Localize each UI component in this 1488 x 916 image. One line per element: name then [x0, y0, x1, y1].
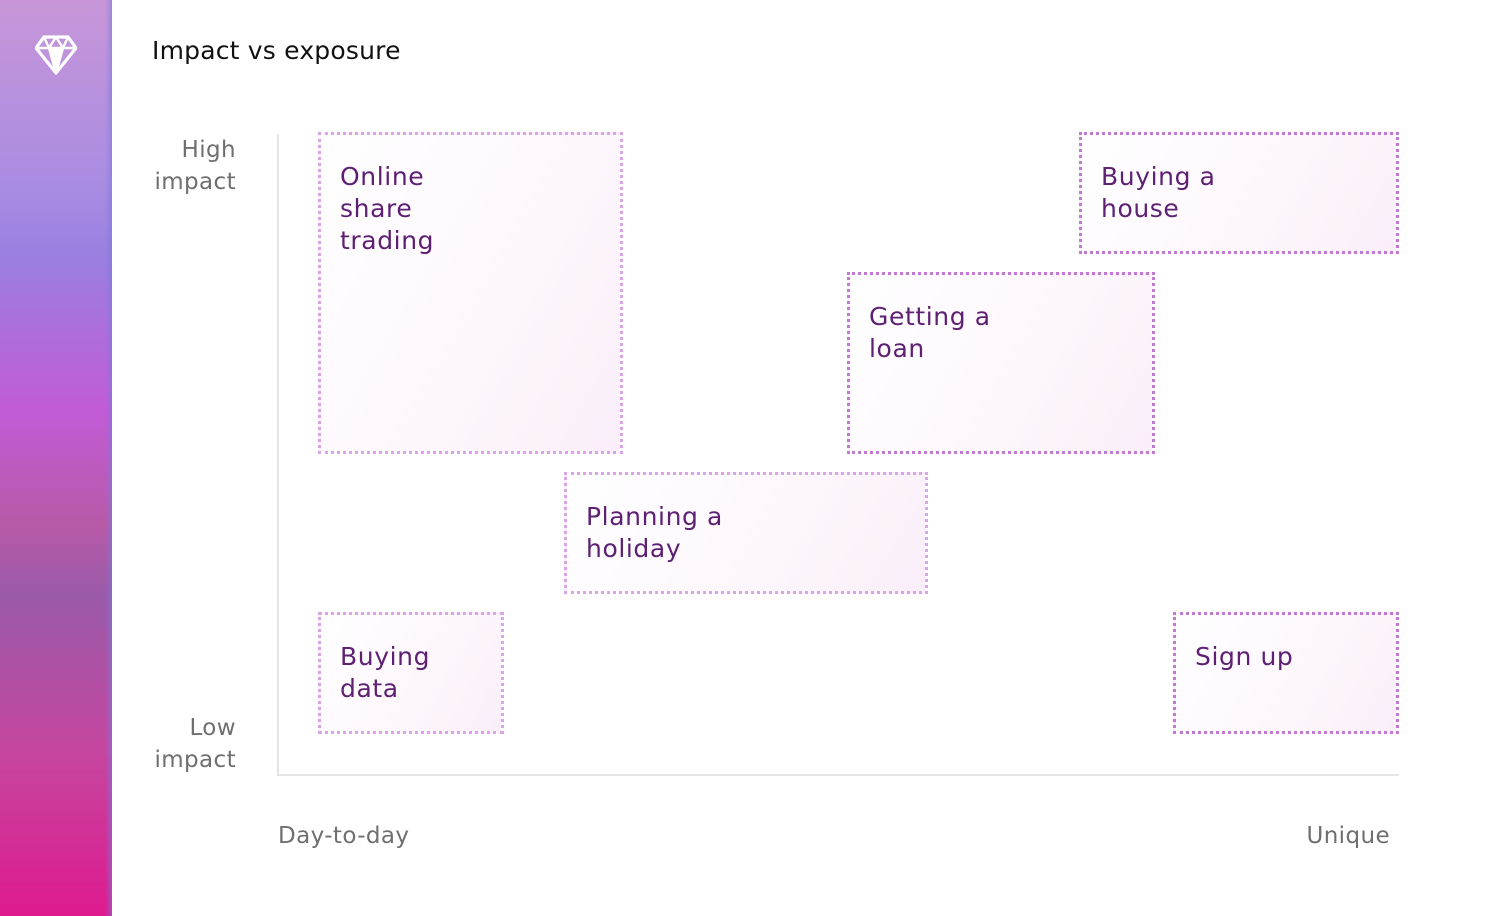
gem-icon: [35, 35, 77, 75]
y-axis-low-label-line-2: impact: [154, 747, 236, 773]
item-planning-a-holiday: Planning a holiday: [564, 472, 928, 594]
item-label: Planning a holiday: [586, 502, 723, 563]
item-buying-data: Buying data: [318, 612, 504, 734]
y-axis-low-label-line-1: Low: [189, 715, 236, 741]
item-getting-a-loan: Getting a loan: [847, 272, 1155, 454]
y-axis-high-label: High impact: [116, 134, 236, 198]
x-axis-left-label: Day-to-day: [278, 823, 410, 849]
x-axis-right-label: Unique: [1306, 823, 1390, 849]
page-title: Impact vs exposure: [152, 36, 401, 65]
item-buying-a-house: Buying a house: [1079, 132, 1399, 254]
item-label: Buying a house: [1101, 162, 1216, 223]
y-axis-high-label-line-1: High: [181, 137, 236, 163]
item-label: Getting a loan: [869, 302, 991, 363]
y-axis-low-label: Low impact: [116, 712, 236, 776]
x-axis-line: [277, 774, 1399, 776]
item-label: Sign up: [1195, 642, 1294, 671]
y-axis-high-label-line-2: impact: [154, 169, 236, 195]
item-sign-up: Sign up: [1173, 612, 1399, 734]
y-axis-line: [277, 134, 279, 776]
item-label: Buying data: [340, 642, 431, 703]
item-online-share-trading: Online share trading: [318, 132, 623, 454]
sidebar: [0, 0, 112, 916]
item-label: Online share trading: [340, 162, 435, 255]
